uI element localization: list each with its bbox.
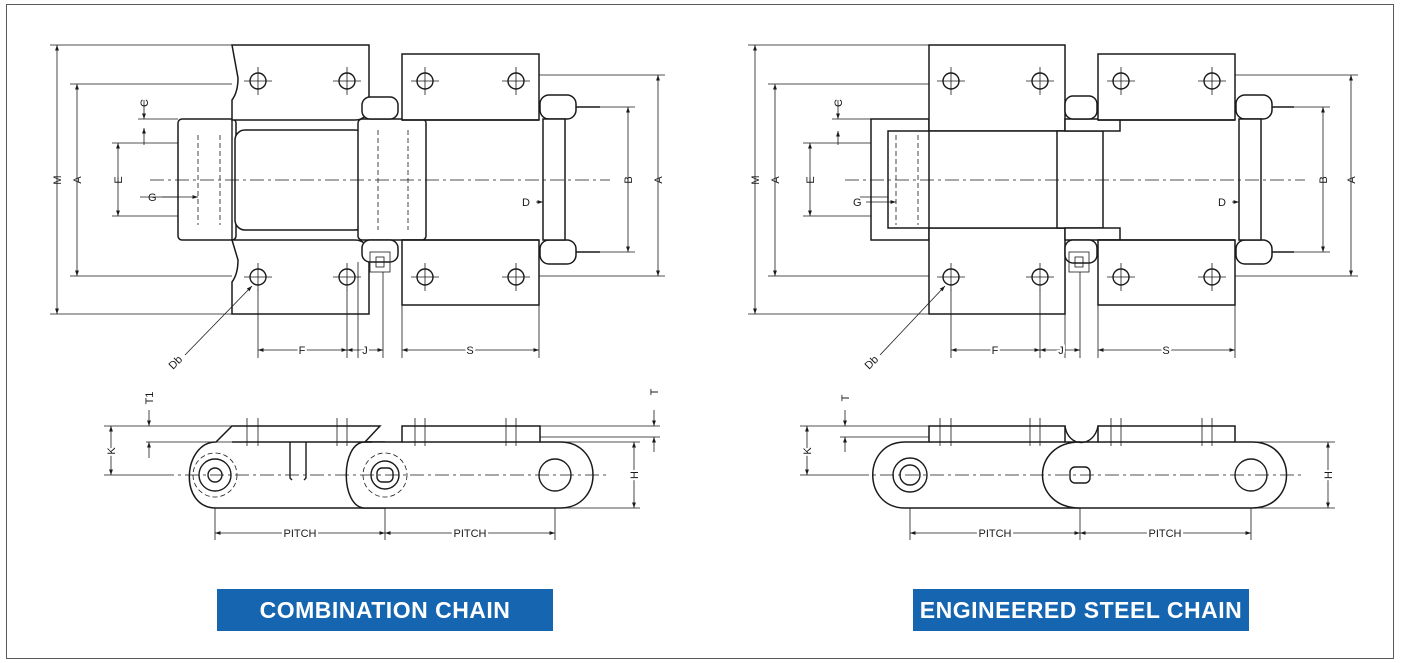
drawing-frame	[6, 4, 1394, 659]
combination-chain-title: COMBINATION CHAIN	[217, 589, 553, 631]
dim-label-pitch-1: PITCH	[284, 528, 317, 540]
engineered-top-view: M A C E G D B A Db F J S	[748, 44, 1358, 372]
dim-label-a: A	[770, 176, 782, 184]
dim-label-d: D	[522, 197, 530, 209]
dim-label-c: C	[833, 99, 845, 107]
dim-label-g: G	[853, 197, 862, 209]
combination-side-view: T1 T K H PITCH PITCH	[104, 388, 661, 543]
dim-label-pitch-1: PITCH	[979, 528, 1012, 540]
engineered-top-labels: M A C E G D B A Db F J S	[750, 99, 1358, 372]
dim-label-a-right: A	[1346, 176, 1358, 184]
engineered-side-view: T K H PITCH PITCH	[800, 394, 1337, 543]
dim-label-e: E	[113, 176, 125, 183]
dim-label-f: F	[299, 345, 306, 357]
dim-label-t: T	[840, 394, 852, 401]
engineered-steel-chain-title: ENGINEERED STEEL CHAIN	[913, 589, 1249, 631]
dim-label-m: M	[750, 175, 762, 184]
combination-top-labels: M A C E G D B A Db F J S	[52, 99, 665, 372]
combination-top-view: M A C E G D B A Db F J S	[50, 44, 665, 372]
dim-label-k: K	[106, 447, 118, 455]
dim-label-e: E	[805, 176, 817, 183]
dim-label-h: H	[1323, 471, 1335, 479]
dim-label-d: D	[1218, 197, 1226, 209]
dim-label-c: C	[139, 99, 151, 107]
dim-label-g: G	[148, 192, 157, 204]
dim-label-t: T	[649, 388, 661, 395]
dim-label-pitch-2: PITCH	[454, 528, 487, 540]
dim-label-a: A	[72, 176, 84, 184]
dim-label-h: H	[629, 471, 641, 479]
combination-side-labels: T1 T K H PITCH PITCH	[104, 388, 661, 542]
dim-label-db: Db	[863, 354, 881, 372]
dim-label-t1: T1	[144, 392, 156, 405]
dim-label-pitch-2: PITCH	[1149, 528, 1182, 540]
dim-label-m: M	[52, 175, 64, 184]
dim-label-b: B	[1318, 176, 1330, 183]
dim-label-db: Db	[167, 354, 185, 372]
dim-label-a-right: A	[653, 176, 665, 184]
dim-label-b: B	[623, 176, 635, 183]
dim-label-k: K	[802, 447, 814, 455]
dim-label-s: S	[466, 345, 473, 357]
dim-label-s: S	[1162, 345, 1169, 357]
dim-label-j: J	[362, 345, 368, 357]
dim-label-f: F	[992, 345, 999, 357]
engineered-side-labels: T K H PITCH PITCH	[800, 394, 1337, 542]
dim-label-j: J	[1058, 345, 1064, 357]
